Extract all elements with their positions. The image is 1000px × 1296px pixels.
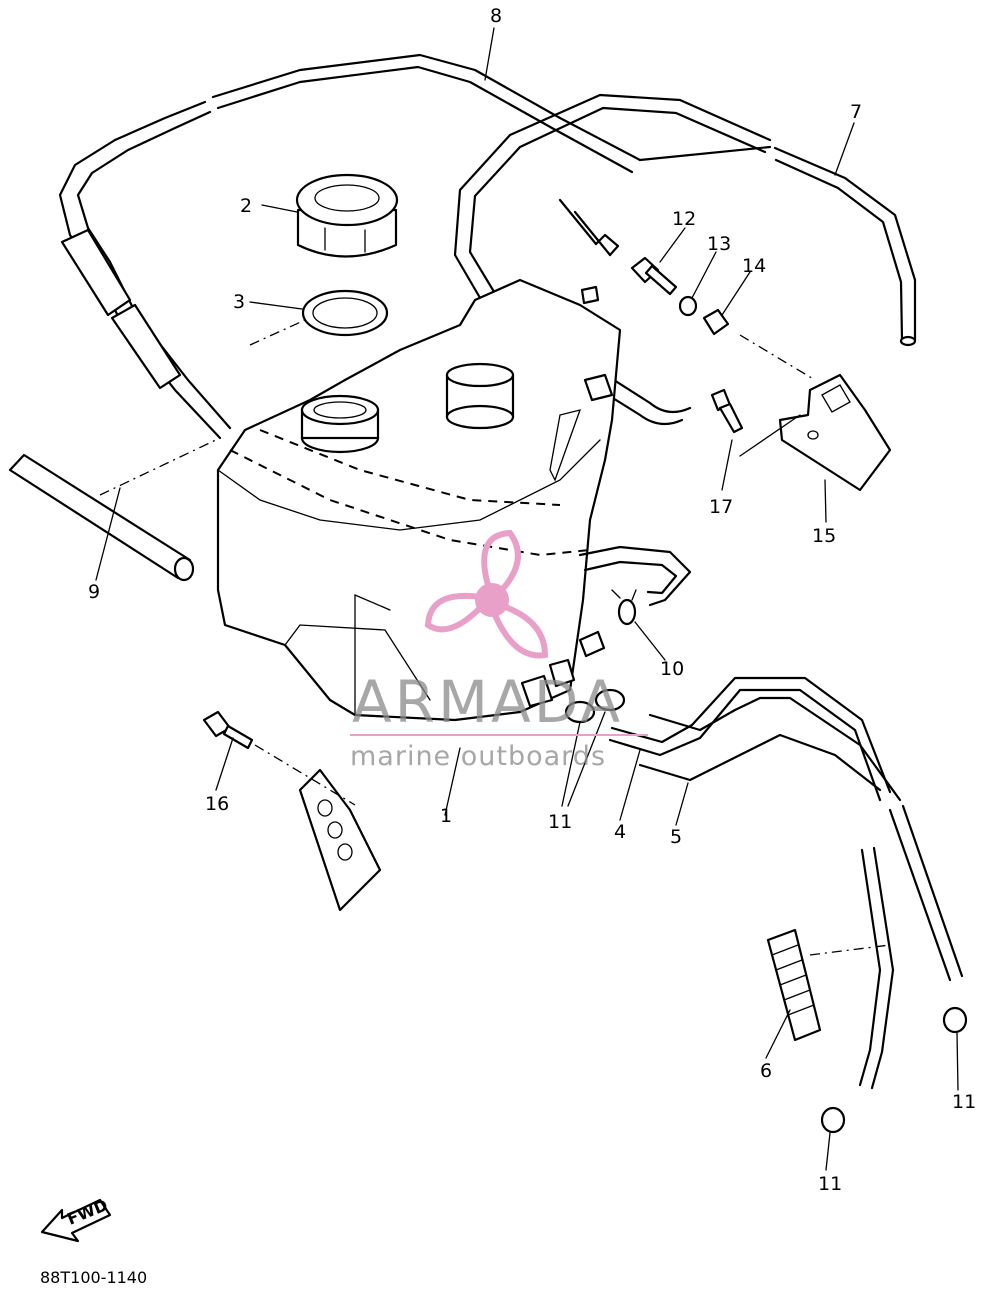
- clip-part-10: [611, 589, 637, 626]
- protector-part-6: [766, 928, 822, 1042]
- drawing-code: 88T100-1140: [40, 1268, 147, 1287]
- callout-7: 7: [850, 101, 862, 123]
- clamp-part-11: [564, 688, 968, 1134]
- callout-8: 8: [490, 5, 502, 27]
- bolt-part-12: [630, 256, 678, 296]
- callout-5: 5: [670, 826, 682, 848]
- callout-15: 15: [812, 525, 836, 547]
- callout-14: 14: [742, 255, 766, 277]
- bracket-part-15: [778, 373, 892, 492]
- callout-3: 3: [233, 291, 245, 313]
- callout-13: 13: [707, 233, 731, 255]
- callout-10: 10: [660, 658, 684, 680]
- armada-watermark: ARMADA marine outboards: [350, 529, 648, 772]
- callout-2: 2: [240, 195, 252, 217]
- propeller-logo-icon: [424, 529, 549, 659]
- callout-1: 1: [440, 805, 452, 827]
- hose-part-7: [453, 93, 917, 426]
- hose-part-4: [608, 676, 895, 1090]
- grommet-part-14: [702, 308, 730, 336]
- callout-11-right: 11: [952, 1091, 976, 1113]
- bolt-part-16: [202, 710, 254, 750]
- fwd-arrow-icon: FWD: [40, 1195, 112, 1243]
- bolt-part-17: [710, 388, 744, 434]
- mount-bracket: [298, 768, 382, 912]
- washer-part-13: [678, 295, 698, 317]
- watermark-brand: ARMADA: [352, 668, 623, 736]
- callout-11-bottom: 11: [818, 1173, 842, 1195]
- hose-part-9: [8, 453, 195, 582]
- callout-4: 4: [614, 821, 626, 843]
- callout-12: 12: [672, 208, 696, 230]
- callout-labels: 8 2 3 7 12 13 14 17 15 9 10 16 1 11 4 5 …: [88, 5, 976, 1195]
- oil-tank-part-1: [216, 278, 692, 722]
- watermark-tagline: marine outboards: [350, 741, 606, 772]
- callout-17: 17: [709, 496, 733, 518]
- reference-lines: [99, 319, 891, 956]
- gasket-part-3: [301, 289, 389, 337]
- hose-part-8: [58, 53, 772, 440]
- callout-9: 9: [88, 581, 100, 603]
- leader-lines: [95, 27, 959, 1171]
- hose-part-5: [638, 696, 964, 982]
- filler-cap-part-2: [295, 173, 399, 258]
- callout-11-center: 11: [548, 811, 572, 833]
- callout-16: 16: [205, 793, 229, 815]
- callout-6: 6: [760, 1060, 772, 1082]
